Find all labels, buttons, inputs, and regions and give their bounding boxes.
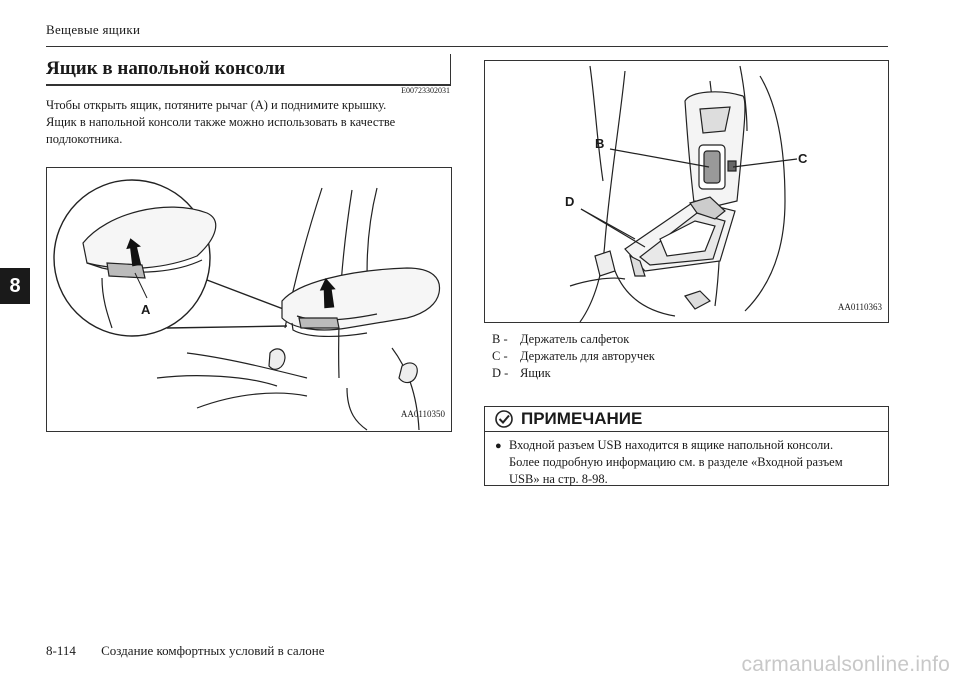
note-line: USB» на стр. 8-98. — [509, 472, 608, 486]
note-line: Более подробную информацию см. в разделе… — [509, 455, 843, 469]
legend-key: C - — [492, 349, 508, 363]
callout-d: D — [565, 194, 575, 209]
legend-key: D - — [492, 366, 509, 380]
figure-legend: B - Держатель салфеток C - Держатель для а… — [492, 331, 655, 382]
section-title-box: Ящик в напольной консоли — [46, 54, 451, 86]
figure-code: AA0110363 — [837, 302, 882, 312]
note-body: ● Входной разъем USB находится в ящике н… — [485, 432, 888, 488]
body-line: Ящик в напольной консоли также можно исп… — [46, 115, 396, 129]
note-check-icon — [495, 410, 513, 428]
legend-item: D - Ящик — [492, 365, 655, 382]
legend-text: Держатель салфеток — [520, 332, 630, 346]
running-header: Вещевые ящики — [46, 22, 141, 37]
note-box: ПРИМЕЧАНИЕ ● Входной разъем USB находитс… — [484, 406, 889, 486]
header-rule — [46, 46, 888, 47]
note-title: ПРИМЕЧАНИЕ — [521, 409, 643, 428]
page-number: 8-114 — [46, 643, 76, 658]
body-line: Чтобы открыть ящик, потяните рычаг (A) и… — [46, 98, 387, 112]
page-footer: 8-114 Создание комфортных условий в сало… — [46, 643, 324, 659]
chapter-name: Создание комфортных условий в салоне — [101, 643, 325, 658]
legend-key: B - — [492, 332, 508, 346]
figure-code: AA0110350 — [400, 409, 445, 419]
callout-b: B — [595, 136, 605, 151]
watermark: carmanualsonline.info — [741, 653, 950, 676]
body-line: подлокотника. — [46, 132, 123, 146]
legend-text: Ящик — [520, 366, 551, 380]
callout-c: C — [798, 151, 808, 166]
console-interior-illustration: B C D AA0110363 — [484, 60, 889, 323]
legend-text: Держатель для авторучек — [520, 349, 655, 363]
console-interior-drawing — [569, 65, 798, 322]
section-code: E00723302031 — [401, 86, 450, 95]
chapter-tab[interactable]: 8 — [0, 268, 30, 304]
section-title: Ящик в напольной консоли — [46, 58, 286, 79]
bullet-icon: ● — [495, 440, 502, 452]
console-lever-illustration: A AA0110350 — [46, 167, 452, 432]
legend-item: C - Держатель для авторучек — [492, 348, 655, 365]
legend-item: B - Держатель салфеток — [492, 331, 655, 348]
console-lever-drawing — [53, 179, 441, 431]
note-header: ПРИМЕЧАНИЕ — [485, 407, 888, 432]
callout-a: A — [141, 302, 151, 317]
note-line: Входной разъем USB находится в ящике нап… — [509, 438, 834, 452]
section-body: Чтобы открыть ящик, потяните рычаг (A) и… — [46, 97, 450, 148]
